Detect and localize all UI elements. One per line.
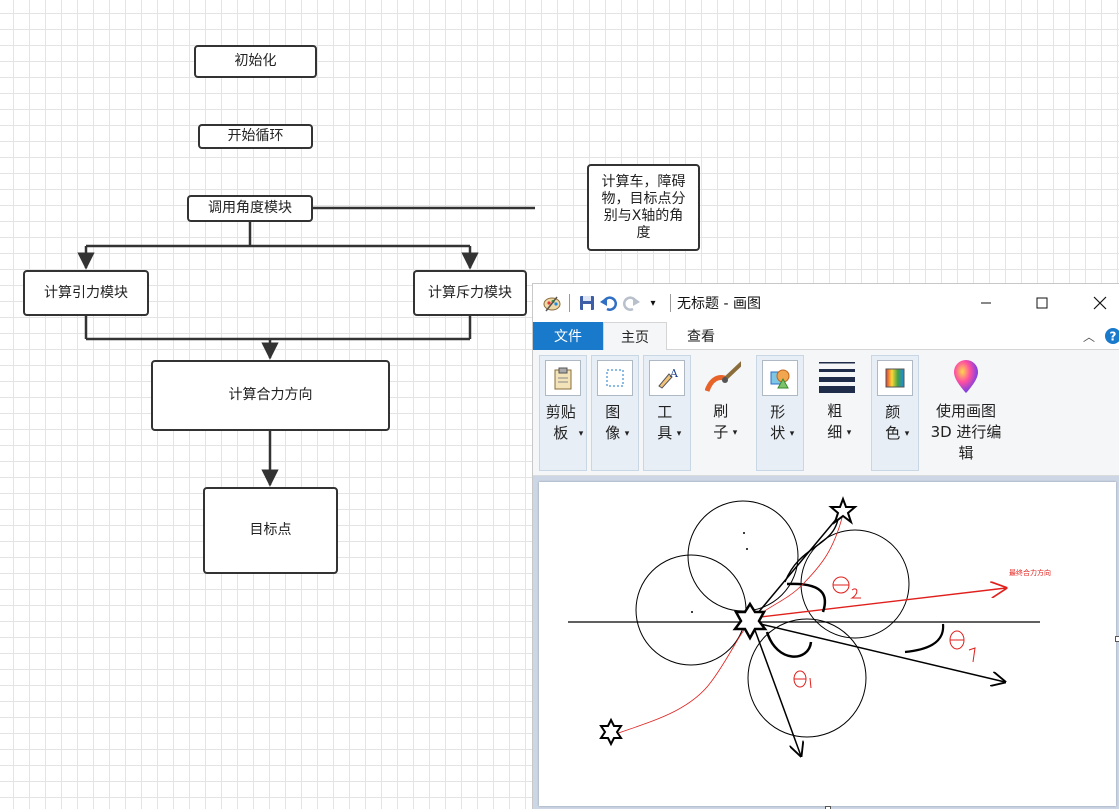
paint-app-icon	[541, 292, 563, 314]
separator	[670, 294, 671, 312]
shapes-icon	[762, 360, 798, 396]
image-label: 图像	[605, 403, 621, 442]
paint3d-icon	[948, 359, 984, 395]
flow-node-angle-note[interactable]: 计算车，障碍物，目标点分别与X轴的角度	[587, 164, 700, 251]
clipboard-icon	[545, 360, 581, 396]
flow-node-start-loop[interactable]: 开始循环	[198, 124, 313, 149]
resultant-vector	[751, 588, 1006, 619]
start-star	[599, 717, 623, 747]
flowchart-connectors	[77, 206, 535, 487]
ribbon-clipboard[interactable]: 剪贴板▾	[539, 355, 587, 471]
resultant-annotation: 最终合力方向	[1009, 569, 1051, 577]
ribbon-label: 刷子▾	[699, 401, 747, 444]
sketch-drawing	[568, 496, 1040, 806]
flow-node-label: 计算引力模块	[44, 284, 128, 301]
flow-node-target[interactable]: 目标点	[203, 487, 338, 574]
ribbon-label: 工具▾	[644, 402, 690, 445]
ribbon-shapes[interactable]: 形状▾	[756, 355, 804, 471]
tab-label: 主页	[621, 330, 649, 346]
ribbon-label: 图像▾	[592, 402, 638, 445]
obstacle-circles	[635, 500, 910, 738]
resize-handle-bottom[interactable]	[825, 806, 831, 809]
ribbon-colors[interactable]: 颜色▾	[871, 355, 919, 471]
ribbon-brushes[interactable]: 刷子▾	[699, 355, 747, 471]
ribbon-tabs: 文件 主页 查看 ︿ ?	[533, 322, 1119, 351]
redo-icon[interactable]	[620, 292, 642, 314]
customize-quick-access-icon[interactable]: ▾	[650, 297, 656, 309]
window-title: 无标题 - 画图	[677, 296, 761, 312]
tab-view[interactable]: 查看	[671, 322, 731, 350]
vector-down	[751, 621, 801, 756]
tab-home[interactable]: 主页	[603, 322, 667, 351]
robot-star	[732, 601, 768, 641]
undo-icon[interactable]	[598, 292, 620, 314]
flow-node-resultant[interactable]: 计算合力方向	[151, 360, 390, 431]
ribbon-size[interactable]: 粗细▾	[813, 355, 861, 471]
ribbon-label: 颜色▾	[872, 402, 918, 445]
colors-label: 颜色	[885, 403, 901, 442]
vector-right	[751, 621, 1005, 682]
ribbon-label: 形状▾	[757, 402, 803, 445]
tools-label: 工具	[657, 403, 673, 442]
line-size-icon	[819, 359, 855, 395]
flow-node-label: 初始化	[234, 53, 277, 69]
resize-handle-right[interactable]	[1115, 636, 1119, 642]
flow-node-init[interactable]: 初始化	[194, 45, 317, 78]
select-icon	[597, 360, 633, 396]
canvas-area[interactable]: 最终合力方向	[533, 476, 1119, 809]
flow-node-repulsion[interactable]: 计算斥力模块	[413, 270, 527, 316]
close-icon	[1093, 296, 1107, 310]
minimize-icon	[981, 302, 991, 304]
dropdown-icon: ▾	[789, 429, 795, 439]
close-button[interactable]	[1077, 284, 1119, 322]
dropdown-icon: ▾	[732, 428, 738, 438]
separator	[569, 294, 570, 312]
ribbon-label: 剪贴板▾	[540, 402, 586, 445]
dropdown-icon: ▾	[846, 428, 852, 438]
flow-node-label: 计算合力方向	[228, 387, 313, 403]
dropdown-icon: ▾	[578, 429, 584, 439]
flow-node-label: 目标点	[249, 522, 292, 538]
paint-window[interactable]: ▾ 无标题 - 画图 文件 主页 查看 ︿ ? 剪贴板▾	[532, 283, 1119, 809]
tab-label: 查看	[687, 329, 715, 345]
paint3d-label: 使用画图 3D 进行编辑	[930, 402, 1002, 462]
save-icon[interactable]	[576, 292, 598, 314]
title-bar[interactable]: ▾ 无标题 - 画图	[533, 284, 1119, 322]
maximize-button[interactable]	[1019, 284, 1065, 322]
ribbon-label: 粗细▾	[813, 401, 861, 444]
collapse-ribbon-icon[interactable]: ︿	[1082, 329, 1095, 344]
target-star	[828, 496, 858, 525]
size-label: 粗细	[827, 402, 843, 441]
tab-file[interactable]: 文件	[533, 322, 603, 350]
dropdown-icon: ▾	[624, 429, 630, 439]
flow-node-label: 开始循环	[227, 128, 284, 144]
shapes-label: 形状	[770, 403, 786, 442]
flow-node-attraction[interactable]: 计算引力模块	[23, 270, 149, 316]
dropdown-icon: ▾	[904, 429, 910, 439]
tools-icon: A	[649, 360, 685, 396]
drawing-canvas[interactable]: 最终合力方向	[539, 482, 1116, 806]
ribbon-image[interactable]: 图像▾	[591, 355, 639, 471]
flow-node-call-angle[interactable]: 调用角度模块	[187, 195, 313, 222]
help-icon[interactable]: ?	[1103, 322, 1119, 350]
tab-label: 文件	[554, 329, 582, 345]
vector-to-target	[751, 510, 844, 621]
brushes-label: 刷子	[713, 402, 729, 441]
flow-node-label: 计算斥力模块	[428, 284, 512, 301]
maximize-icon	[1036, 297, 1048, 309]
ribbon-tools[interactable]: A 工具▾	[643, 355, 691, 471]
ribbon: 剪贴板▾ 图像▾ A 工具▾ 刷子▾ 形状▾	[533, 350, 1119, 476]
brush-icon	[705, 359, 741, 395]
color-palette-icon	[877, 360, 913, 396]
svg-text:?: ?	[1110, 330, 1117, 344]
trajectory-path	[612, 513, 844, 736]
flow-node-label: 调用角度模块	[208, 200, 292, 216]
flow-node-label: 计算车，障碍物，目标点分别与X轴的角度	[601, 173, 686, 241]
clipboard-label: 剪贴板	[545, 403, 576, 442]
ribbon-paint3d[interactable]: 使用画图 3D 进行编辑	[925, 355, 1007, 471]
minimize-button[interactable]	[963, 284, 1009, 322]
dropdown-icon: ▾	[676, 429, 682, 439]
svg-text:A: A	[669, 367, 679, 380]
